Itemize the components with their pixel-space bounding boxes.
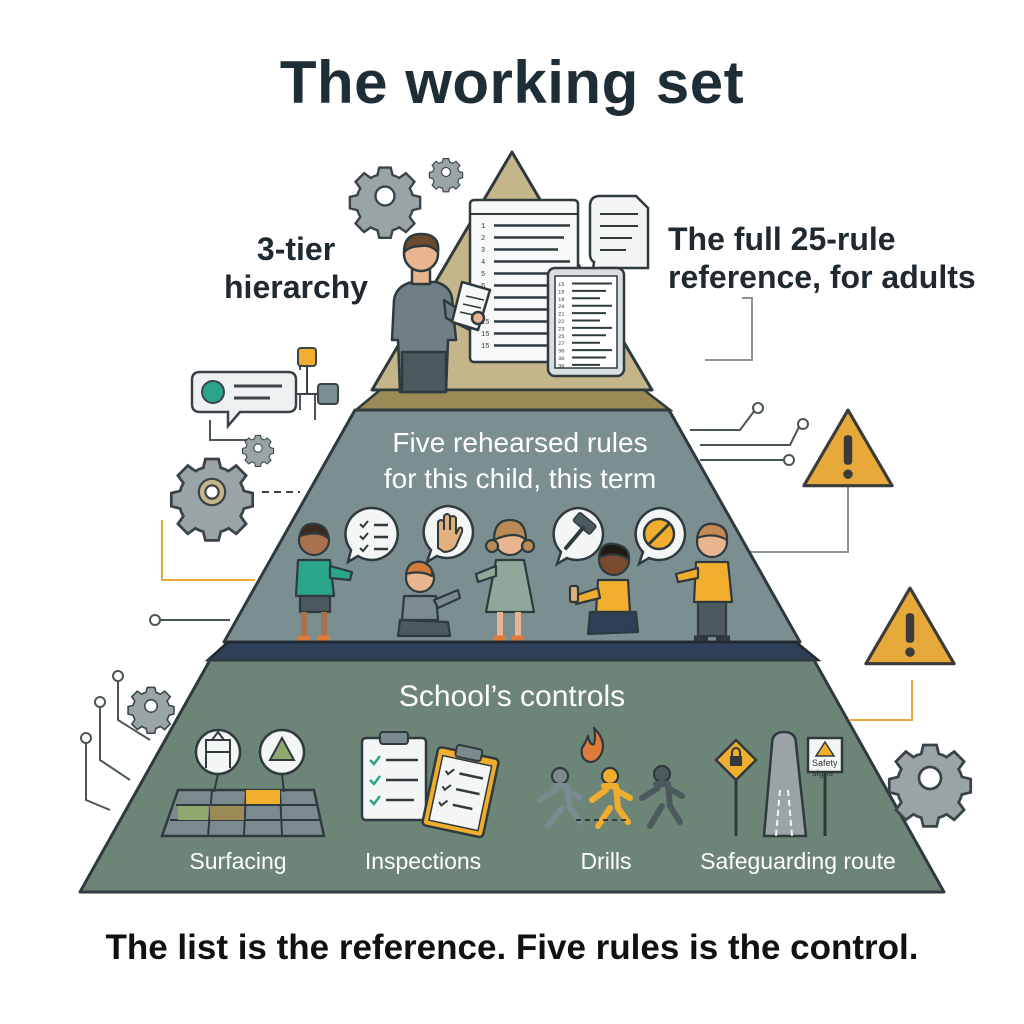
line-number: 22 [558, 318, 565, 325]
child-figure [674, 522, 734, 641]
control-label-surfacing: Surfacing [189, 848, 287, 874]
sign-line1: Safety [812, 758, 838, 768]
line-number: 30 [558, 348, 565, 355]
connector-nodes [296, 347, 339, 405]
sign-line2: signs [812, 768, 834, 778]
line-number: 15 [481, 319, 489, 327]
gear-icon [887, 743, 973, 828]
line-number: 21 [558, 311, 565, 318]
tablet-icon [546, 266, 626, 378]
middle-tier-line1: Five rehearsed rules [392, 427, 648, 458]
page-title: The working set [279, 49, 745, 116]
control-label-drills: Drills [580, 848, 632, 874]
warning-icon [802, 408, 894, 488]
line-number: 30 [558, 362, 565, 369]
safeguarding-route-icon: Safety signs [714, 730, 844, 838]
line-number: 5 [481, 271, 485, 279]
child-figure [396, 560, 462, 638]
tier-label-line2: hierarchy [224, 269, 369, 305]
gear-icon [348, 166, 422, 239]
middle-band [204, 640, 822, 662]
gear-icon [169, 457, 255, 542]
child-figure [474, 518, 536, 641]
line-number: 2 [481, 235, 485, 243]
line-number: 30 [558, 355, 565, 362]
hammer-icon [552, 506, 605, 567]
reference-label-line1: The full 25-rule [668, 221, 896, 257]
child-figure [568, 542, 640, 636]
clipboard-icon [360, 731, 500, 839]
line-number: 3 [481, 247, 485, 255]
reference-label: The full 25-rule reference, for adults [668, 220, 976, 296]
line-number: 20 [558, 303, 565, 310]
checklist-icon [344, 506, 399, 565]
stop-hand-icon [422, 504, 475, 565]
footer-caption: The list is the reference. Five rules is… [105, 928, 919, 967]
line-number: 15 [481, 343, 489, 351]
line-number: 23 [558, 325, 565, 332]
line-number: 15 [558, 288, 565, 295]
fire-drill-icon [537, 726, 685, 829]
line-number: 4 [481, 259, 485, 267]
middle-tier-line2: for this child, this term [383, 463, 657, 494]
base-tier-title: School’s controls [398, 680, 626, 713]
surfacing-icon [160, 728, 326, 838]
control-label-inspections: Inspections [364, 848, 482, 874]
tier-label-line1: 3-tier [256, 231, 336, 267]
speech-document-icon [588, 194, 650, 283]
warning-icon [864, 586, 956, 666]
gear-icon [428, 157, 464, 193]
line-number: 25 [558, 333, 565, 340]
line-number: 15 [558, 281, 565, 288]
child-figure [294, 522, 354, 641]
control-label-safeguarding-route: Safeguarding route [700, 848, 896, 874]
adult-figure [390, 232, 492, 394]
reference-label-line2: reference, for adults [668, 259, 976, 295]
line-number: 15 [481, 331, 489, 339]
line-number: 27 [558, 340, 565, 347]
tier-label: 3-tier hierarchy [224, 230, 368, 306]
chat-bubble-icon [190, 370, 298, 430]
gear-icon [241, 434, 275, 468]
line-number: 19 [558, 296, 565, 303]
middle-tier-title: Five rehearsed rules for this child, thi… [300, 425, 740, 497]
line-number: 1 [481, 223, 485, 231]
no-entry-icon [634, 506, 687, 567]
gear-icon [127, 686, 175, 735]
circuit-lines [80, 297, 913, 811]
